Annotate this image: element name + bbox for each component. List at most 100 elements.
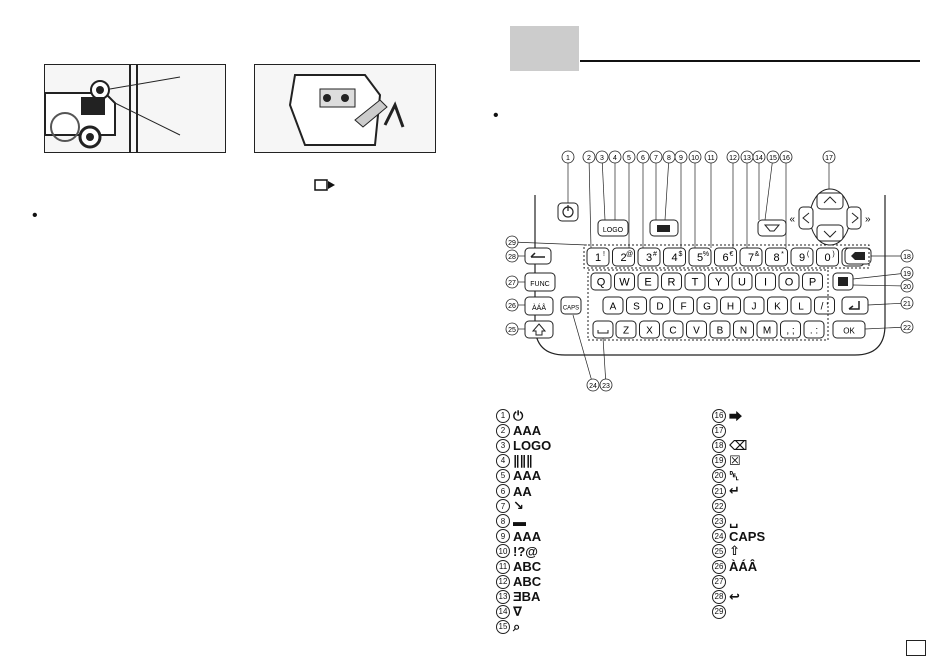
legend-number-18: 18: [712, 438, 726, 453]
callout-13-text: 13: [743, 155, 751, 162]
key-4-label: G: [703, 302, 711, 313]
callout-11: 11: [704, 150, 718, 164]
legend-number-25: 25: [712, 544, 726, 559]
legend-symbol-21: ↵: [729, 483, 740, 498]
key-z7: , ;: [780, 320, 801, 339]
legend-number-16: 16: [712, 408, 726, 423]
callout-15: 15: [766, 150, 780, 164]
callout-4-text: 4: [613, 155, 617, 162]
key-z8-label: . :: [810, 326, 818, 337]
callout-18: 18: [900, 249, 914, 263]
legend-symbol-15: ⌕: [513, 618, 521, 634]
enter-icon: [848, 301, 860, 310]
callout-12: 12: [726, 150, 740, 164]
legend-number-15: 15: [496, 619, 510, 634]
legend-symbol-8: ▬: [513, 513, 526, 529]
callout-23: 23: [599, 378, 613, 392]
key-10-sup: ): [832, 251, 834, 258]
callout-26-text: 26: [508, 303, 516, 310]
key-z4: B: [709, 320, 731, 339]
key-z2-label: C: [669, 326, 676, 337]
callout-24: 24: [586, 378, 600, 392]
legend-number-2: 2: [496, 423, 510, 438]
legend-number-13: 13: [496, 589, 510, 604]
key-4-sup: $: [679, 251, 683, 258]
key-2-label: D: [656, 302, 663, 313]
key-5-sup: %: [703, 251, 709, 258]
legend-number-6: 6: [496, 484, 510, 498]
callout-16-text: 16: [782, 155, 790, 162]
key-8: 8*: [765, 247, 788, 267]
down-arrow-key: [816, 224, 844, 242]
left-arrow-key: [798, 206, 814, 230]
key-3-label: 3: [646, 252, 652, 264]
func-key: FUNC: [524, 272, 556, 292]
callout-10-text: 10: [691, 155, 699, 162]
key-i: I: [755, 272, 776, 291]
key-8-label: 8: [773, 252, 779, 264]
legend-number-11: 11: [496, 559, 510, 574]
key-9-label: 9: [799, 252, 805, 264]
logo-key-label: LOGO: [603, 227, 624, 234]
key-3: 3#: [637, 247, 661, 267]
legend-number-3: 3: [496, 438, 510, 453]
legend-symbol-9: AAA: [513, 528, 542, 544]
legend-number-19: 19: [712, 453, 726, 468]
key-7: K: [767, 296, 788, 315]
print-icon: [763, 224, 781, 232]
key-e: E: [637, 272, 659, 291]
legend-row-19: 19☒: [712, 453, 741, 468]
key-u-label: U: [738, 277, 746, 289]
number-row-group: [583, 244, 870, 269]
up-arrow-key: [816, 192, 844, 210]
legend-symbol-12: ABC: [513, 574, 542, 590]
right-photo-illustration: [255, 65, 435, 152]
key-1: 1!: [586, 247, 610, 267]
legend-symbol-7: ↘: [513, 498, 524, 514]
key-r: R: [661, 272, 682, 291]
callout-13: 13: [740, 150, 754, 164]
legend-number-20: 20: [712, 468, 726, 483]
arrow-cluster: «»: [789, 188, 871, 246]
legend-row-29: 29: [712, 604, 729, 619]
page-box: [906, 640, 926, 656]
clear-icon: [838, 277, 848, 286]
key-5: H: [720, 296, 741, 315]
key-5: 5%: [688, 247, 712, 267]
callout-27-text: 27: [508, 280, 516, 287]
key-y: Y: [708, 272, 729, 291]
key-10: 0): [816, 247, 839, 267]
key-z4-label: B: [717, 326, 724, 337]
callout-27: 27: [505, 275, 519, 289]
key-z8: . :: [803, 320, 825, 339]
key-y-label: Y: [715, 277, 723, 289]
legend-number-7: 7: [496, 499, 510, 514]
callout-19-text: 19: [903, 271, 911, 278]
callout-1: 1: [561, 150, 575, 164]
accent-key: ÀÁÂ: [524, 296, 554, 316]
key-z5: N: [733, 320, 754, 339]
caps-key-label: CAPS: [563, 306, 579, 312]
legend-row-16: 16⮕: [712, 408, 742, 424]
legend-symbol-4: ∥∥∥: [513, 452, 533, 468]
legend-symbol-13: ƎBA: [513, 589, 541, 605]
key-z5-label: N: [740, 326, 747, 337]
undo-key: [524, 247, 552, 265]
key-9-label: / ’: [821, 302, 829, 313]
legend-number-5: 5: [496, 468, 510, 483]
key-3-label: F: [680, 302, 686, 313]
key-8-label: L: [798, 302, 804, 313]
key-5-label: 5: [697, 252, 703, 264]
ok-key-label: OK: [843, 327, 855, 336]
legend-row-1: 1⏻: [496, 408, 523, 423]
legend-number-29: 29: [712, 604, 726, 619]
key-2-sup: @: [626, 251, 633, 258]
callout-2: 2: [582, 150, 596, 164]
key-z7-label: , ;: [786, 326, 794, 337]
callout-16: 16: [779, 150, 793, 164]
legend-number-10: 10: [496, 544, 510, 559]
key-10-label: 0: [824, 252, 830, 264]
